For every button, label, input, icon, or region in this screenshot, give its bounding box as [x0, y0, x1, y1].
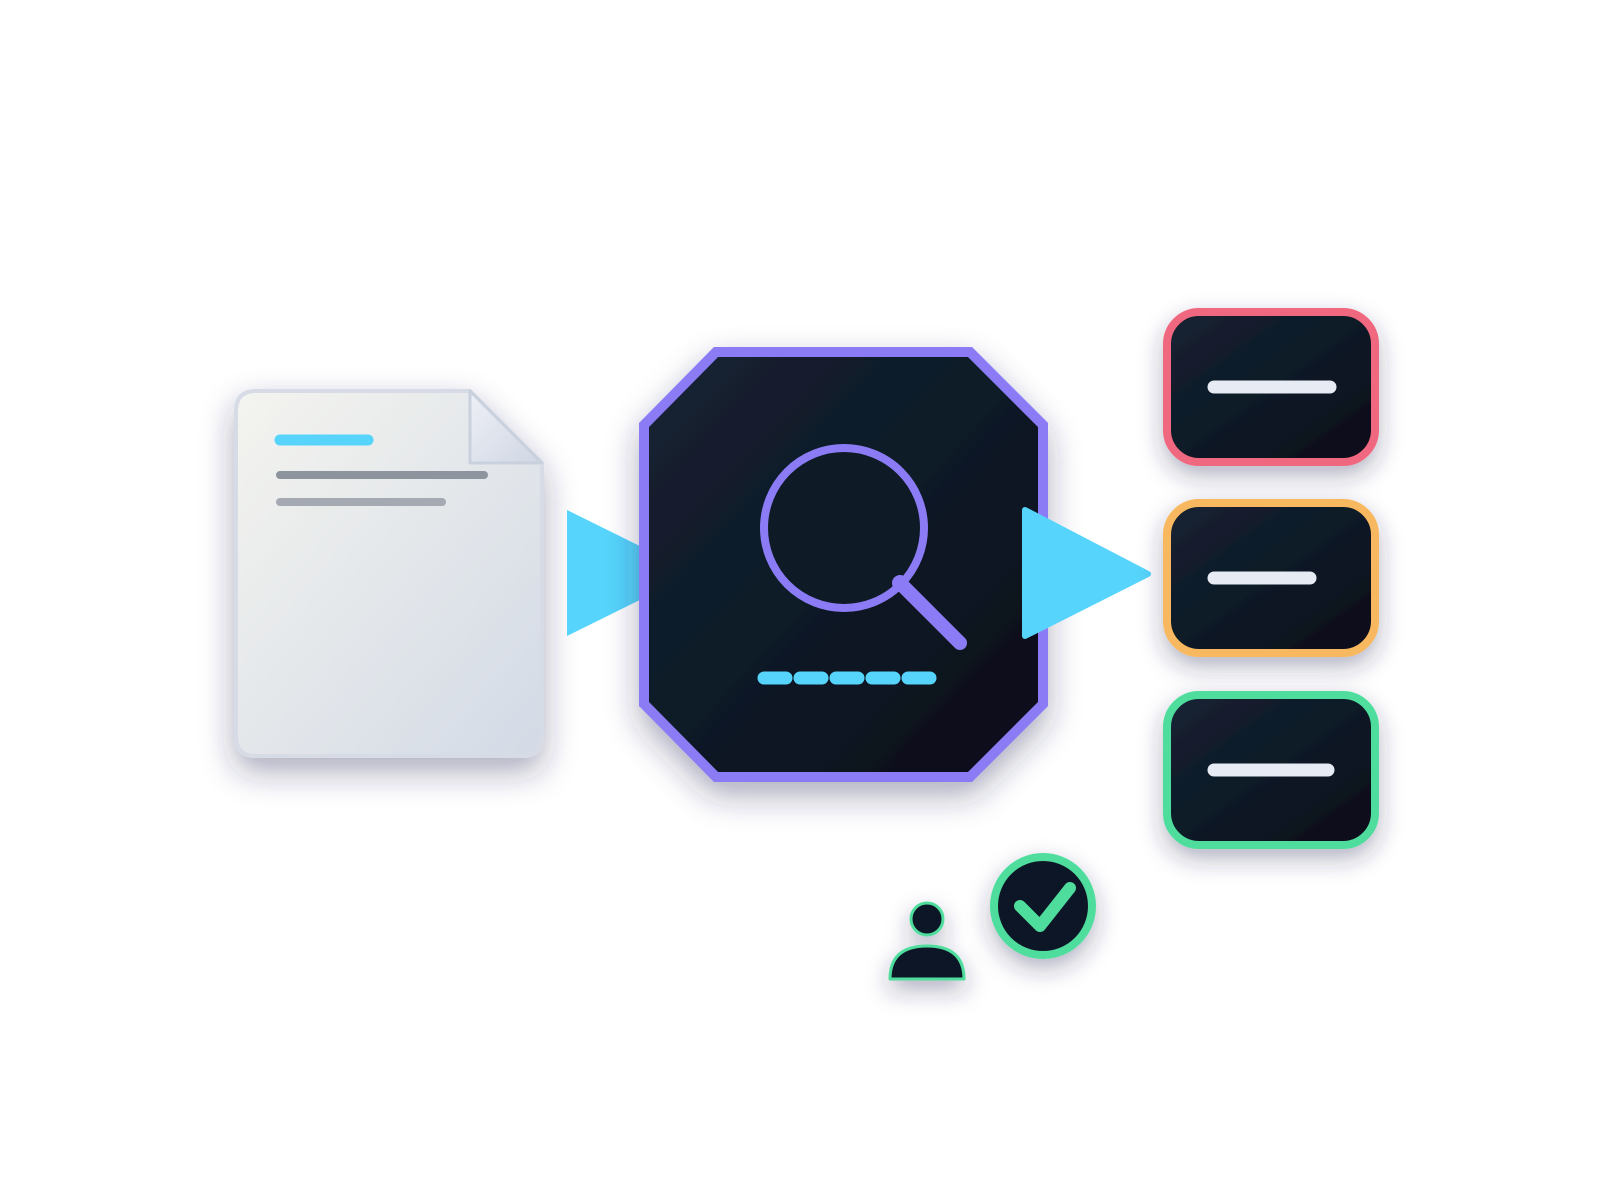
document-icon: [234, 389, 544, 758]
checkmark-icon: [990, 853, 1096, 959]
output-card-red: [1163, 308, 1379, 466]
arrow-right-icon: [1022, 507, 1151, 639]
person-icon: [888, 901, 966, 981]
magnifier-icon: [760, 444, 967, 650]
analyzer-node: [639, 347, 1048, 782]
arrow-right-icon: [567, 510, 660, 636]
output-card-green: [1163, 691, 1379, 849]
output-card-orange: [1163, 499, 1379, 657]
